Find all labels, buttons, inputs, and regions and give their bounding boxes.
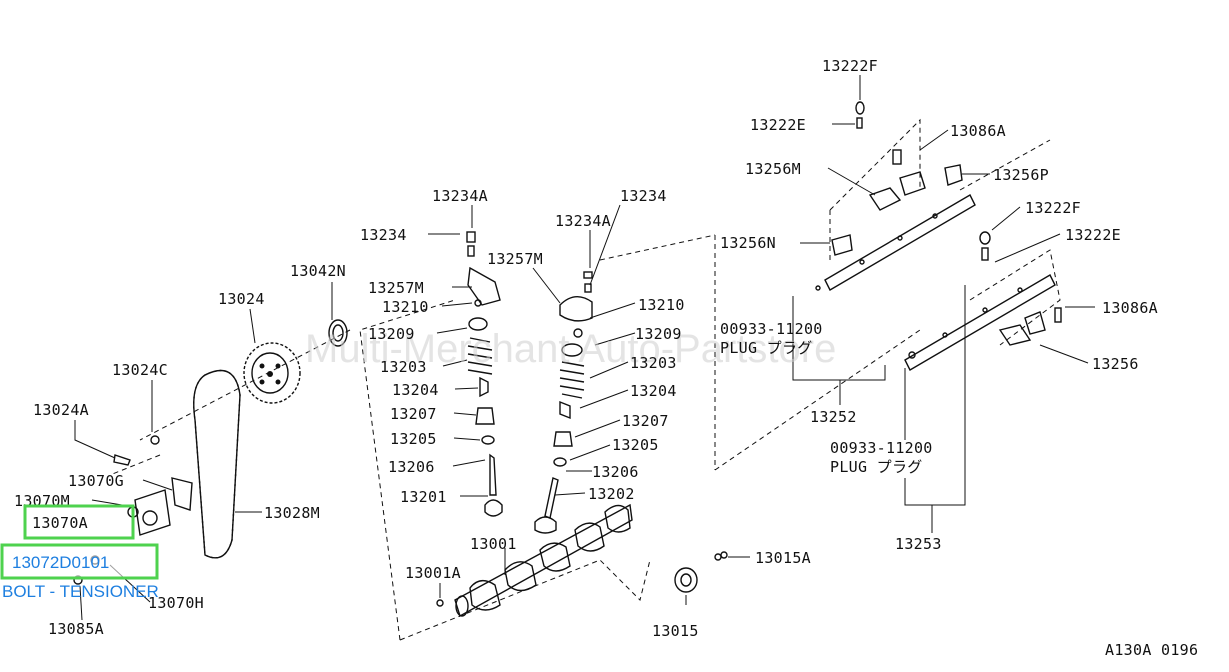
label-13205-left[interactable]: 13205 <box>390 430 437 448</box>
label-13257m-left[interactable]: 13257M <box>368 279 424 297</box>
label-13024[interactable]: 13024 <box>218 290 265 308</box>
highlight-description: BOLT - TENSIONER <box>2 582 159 601</box>
rocker-shaft-13252 <box>815 101 976 291</box>
label-13252[interactable]: 13252 <box>810 408 857 426</box>
label-13204-left[interactable]: 13204 <box>392 381 439 399</box>
label-13209-left[interactable]: 13209 <box>368 325 415 343</box>
label-13015a[interactable]: 13015A <box>755 549 811 567</box>
label-13202[interactable]: 13202 <box>588 485 635 503</box>
label-13205-right[interactable]: 13205 <box>612 436 659 454</box>
label-13257m-right[interactable]: 13257M <box>487 250 543 268</box>
highlight-box-number <box>0 543 159 580</box>
label-13234a-right[interactable]: 13234A <box>555 212 611 230</box>
label-13256n[interactable]: 13256N <box>720 234 776 252</box>
label-13234-left[interactable]: 13234 <box>360 226 407 244</box>
label-13256p[interactable]: 13256P <box>993 166 1049 184</box>
label-13210-right[interactable]: 13210 <box>638 296 685 314</box>
label-13256[interactable]: 13256 <box>1092 355 1139 373</box>
diagram-code: A130A 0196 <box>1105 641 1198 659</box>
label-13203-left[interactable]: 13203 <box>380 358 427 376</box>
label-13203-right[interactable]: 13203 <box>630 354 677 372</box>
highlight-part-label[interactable]: 13070A <box>32 514 88 532</box>
rocker-shaft-13253 <box>904 231 1062 371</box>
label-13222e-mid[interactable]: 13222E <box>1065 226 1121 244</box>
label-13207-right[interactable]: 13207 <box>622 412 669 430</box>
label-13042n[interactable]: 13042N <box>290 262 346 280</box>
highlight-part-number[interactable]: 13072D0101 <box>12 553 109 572</box>
label-plug2-name: PLUG プラグ <box>830 458 923 476</box>
oil-seal-13042N <box>328 319 348 347</box>
label-13253[interactable]: 13253 <box>895 535 942 553</box>
label-13234-right[interactable]: 13234 <box>620 187 667 205</box>
left-valve-stack <box>466 231 503 517</box>
label-13024a[interactable]: 13024A <box>33 401 89 419</box>
label-13206-left[interactable]: 13206 <box>388 458 435 476</box>
highlighted-part[interactable]: 13070A 13072D0101 BOLT - TENSIONER <box>0 504 159 601</box>
label-13210-left[interactable]: 13210 <box>382 298 429 316</box>
label-13206-right[interactable]: 13206 <box>592 463 639 481</box>
label-13222e-top[interactable]: 13222E <box>750 116 806 134</box>
label-plug1-number[interactable]: 00933-11200 <box>720 320 823 338</box>
leader-lines <box>74 75 1095 621</box>
label-13222f-top[interactable]: 13222F <box>822 57 878 75</box>
timing-belt-13028M <box>193 369 241 559</box>
label-13070g[interactable]: 13070G <box>68 472 124 490</box>
label-13201[interactable]: 13201 <box>400 488 447 506</box>
label-13204-right[interactable]: 13204 <box>630 382 677 400</box>
label-13070h[interactable]: 13070H <box>148 594 204 612</box>
camshaft-13001 <box>436 503 633 618</box>
label-13015[interactable]: 13015 <box>652 622 699 640</box>
label-13209-right[interactable]: 13209 <box>635 325 682 343</box>
label-13085a[interactable]: 13085A <box>48 620 104 638</box>
part-labels: 13222F 13222E 13086A 13256M 13256P 13222… <box>14 57 1158 640</box>
label-13207-left[interactable]: 13207 <box>390 405 437 423</box>
tensioner-assembly <box>73 435 193 585</box>
label-13256m[interactable]: 13256M <box>745 160 801 178</box>
label-13024c[interactable]: 13024C <box>112 361 168 379</box>
label-13001a[interactable]: 13001A <box>405 564 461 582</box>
label-13086a-top[interactable]: 13086A <box>950 122 1006 140</box>
watermark: Multi-Merchant Auto-Partstore <box>305 327 836 371</box>
camshaft-plug-13015 <box>674 551 728 593</box>
camshaft-sprocket-13024 <box>243 342 301 404</box>
label-plug2-number[interactable]: 00933-11200 <box>830 439 933 457</box>
label-13028m[interactable]: 13028M <box>264 504 320 522</box>
highlight-box-label <box>23 504 135 540</box>
label-13086a-mid[interactable]: 13086A <box>1102 299 1158 317</box>
right-valve-stack <box>534 271 593 534</box>
dashed-outlines <box>109 118 1061 641</box>
label-13001[interactable]: 13001 <box>470 535 517 553</box>
label-13234a-left[interactable]: 13234A <box>432 187 488 205</box>
label-plug1-name: PLUG プラグ <box>720 339 813 357</box>
label-13222f-mid[interactable]: 13222F <box>1025 199 1081 217</box>
